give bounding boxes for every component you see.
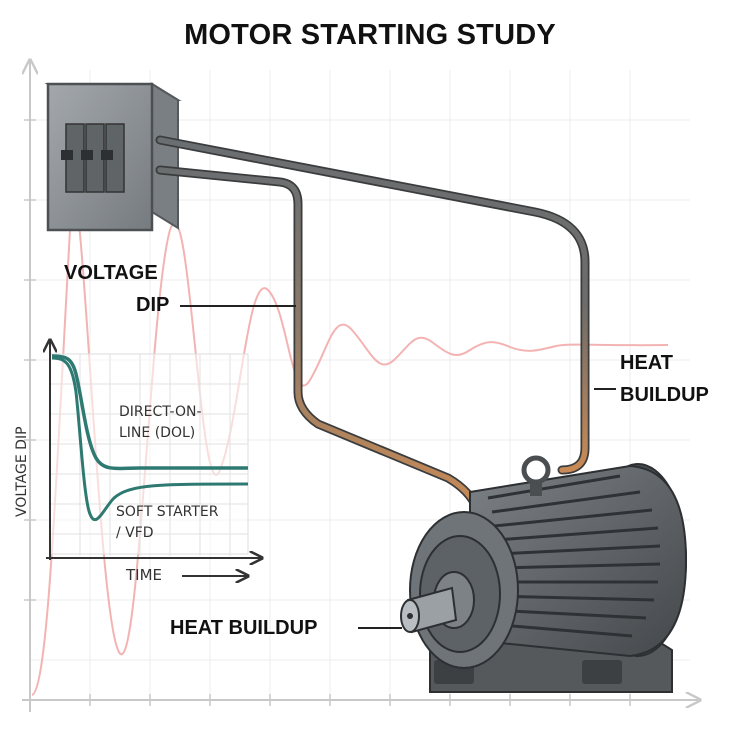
electrical-panel bbox=[44, 82, 182, 232]
page-title: MOTOR STARTING STUDY bbox=[184, 19, 556, 51]
dol-series-label-line2: LINE (DOL) bbox=[119, 425, 196, 441]
heat-buildup-cable-label-line1: HEAT bbox=[620, 352, 673, 374]
cooling-fins bbox=[487, 474, 661, 638]
inset-y-axis-label: VOLTAGE DIP bbox=[14, 426, 30, 517]
power-cables bbox=[155, 135, 590, 517]
background-axis-ticks bbox=[24, 119, 631, 706]
label-leaders bbox=[180, 305, 616, 629]
soft-starter-curve bbox=[51, 356, 249, 522]
breaker-switches bbox=[61, 123, 125, 193]
inset-x-axis-label: TIME bbox=[126, 566, 163, 584]
dol-series-label-line1: DIRECT-ON- bbox=[119, 404, 202, 420]
lifting-eye bbox=[521, 455, 551, 496]
soft-starter-series-label-line1: SOFT STARTER bbox=[116, 504, 219, 520]
voltage-dip-label-line1: VOLTAGE bbox=[64, 262, 158, 284]
inset-chart bbox=[46, 340, 262, 576]
soft-starter-series-label-line2: / VFD bbox=[116, 525, 154, 541]
heat-buildup-motor-label: HEAT BUILDUP bbox=[170, 617, 318, 639]
motor-shaft bbox=[400, 586, 458, 634]
heat-buildup-cable-label-line2: BUILDUP bbox=[620, 384, 709, 406]
dol-curve bbox=[51, 354, 248, 471]
electric-motor bbox=[400, 455, 688, 693]
voltage-dip-label-line2: DIP bbox=[136, 294, 170, 316]
background-axes bbox=[22, 60, 700, 712]
